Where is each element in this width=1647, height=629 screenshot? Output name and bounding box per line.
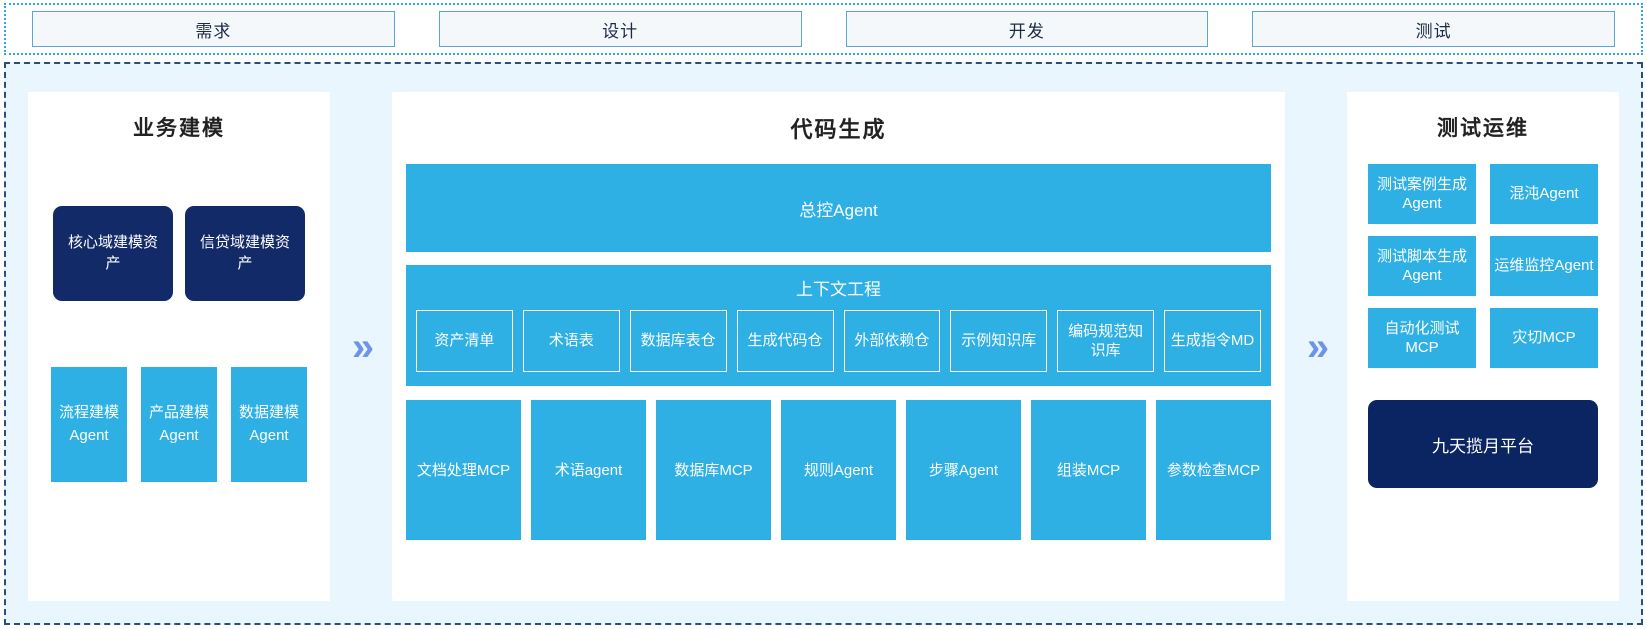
- panel-business-modeling: 业务建模 核心域建模资产 信贷域建模资产 流程建模Agent 产品建模Agent…: [28, 92, 330, 601]
- context-item-db-table-repo[interactable]: 数据库表仓: [629, 310, 727, 372]
- phase-button-design[interactable]: 设计: [438, 11, 802, 47]
- panel-title-business-modeling: 业务建模: [133, 117, 225, 140]
- modeling-agent-row: 流程建模Agent 产品建模Agent 数据建模Agent: [42, 367, 316, 482]
- main-container: 业务建模 核心域建模资产 信贷域建模资产 流程建模Agent 产品建模Agent…: [4, 62, 1643, 625]
- platform-box-jiutian[interactable]: 九天揽月平台: [1368, 400, 1598, 488]
- context-engineering-title: 上下文工程: [796, 280, 881, 299]
- asset-box-credit-domain[interactable]: 信贷域建模资产: [185, 206, 305, 301]
- asset-box-row: 核心域建模资产 信贷域建模资产: [42, 206, 316, 301]
- tool-box-row: 文档处理MCP 术语agent 数据库MCP 规则Agent 步骤Agent 组…: [406, 400, 1271, 540]
- phase-bar: 需求 设计 开发 测试: [4, 3, 1643, 55]
- tool-doc-processing-mcp[interactable]: 文档处理MCP: [406, 400, 521, 540]
- context-engineering-band: 上下文工程 资产清单 术语表 数据库表仓 生成代码仓 外部依赖仓 示例知识库 编…: [406, 265, 1271, 386]
- panel-title-test-operations: 测试运维: [1437, 117, 1529, 140]
- panel-test-operations: 测试运维 测试案例生成Agent 混沌Agent 测试脚本生成Agent 运维监…: [1347, 92, 1619, 601]
- context-item-row: 资产清单 术语表 数据库表仓 生成代码仓 外部依赖仓 示例知识库 编码规范知识库…: [416, 310, 1261, 372]
- context-item-asset-list[interactable]: 资产清单: [416, 310, 513, 372]
- test-case-generation-agent[interactable]: 测试案例生成Agent: [1368, 164, 1476, 224]
- chevron-right-icon-left: »: [351, 324, 374, 369]
- tool-database-mcp[interactable]: 数据库MCP: [656, 400, 771, 540]
- tool-assembly-mcp[interactable]: 组装MCP: [1031, 400, 1146, 540]
- phase-button-testing[interactable]: 测试: [1252, 11, 1615, 47]
- context-item-external-dependency-repo[interactable]: 外部依赖仓: [843, 310, 941, 372]
- master-agent-band[interactable]: 总控Agent: [406, 164, 1271, 252]
- panel-title-code-generation: 代码生成: [790, 117, 887, 142]
- test-ops-grid: 测试案例生成Agent 混沌Agent 测试脚本生成Agent 运维监控Agen…: [1368, 164, 1598, 368]
- chevron-right-icon-right: »: [1306, 324, 1329, 369]
- automated-testing-mcp[interactable]: 自动化测试MCP: [1368, 308, 1476, 368]
- chaos-agent[interactable]: 混沌Agent: [1490, 164, 1598, 224]
- tool-glossary-agent[interactable]: 术语agent: [531, 400, 646, 540]
- modeling-agent-process[interactable]: 流程建模Agent: [51, 367, 127, 482]
- tool-rule-agent[interactable]: 规则Agent: [781, 400, 896, 540]
- asset-box-core-domain[interactable]: 核心域建模资产: [53, 206, 173, 301]
- tool-step-agent[interactable]: 步骤Agent: [906, 400, 1021, 540]
- phase-button-requirements[interactable]: 需求: [32, 11, 395, 47]
- context-item-glossary[interactable]: 术语表: [522, 310, 620, 372]
- test-script-generation-agent[interactable]: 测试脚本生成Agent: [1368, 236, 1476, 296]
- panel-code-generation: 代码生成 总控Agent 上下文工程 资产清单 术语表 数据库表仓 生成代码仓 …: [392, 92, 1285, 601]
- modeling-agent-product[interactable]: 产品建模Agent: [141, 367, 217, 482]
- disaster-recovery-mcp[interactable]: 灾切MCP: [1490, 308, 1598, 368]
- tool-parameter-check-mcp[interactable]: 参数检查MCP: [1156, 400, 1271, 540]
- context-item-generation-instruction-md[interactable]: 生成指令MD: [1164, 310, 1261, 372]
- phase-button-development[interactable]: 开发: [845, 11, 1209, 47]
- modeling-agent-data[interactable]: 数据建模Agent: [231, 367, 307, 482]
- context-item-example-knowledge-base[interactable]: 示例知识库: [950, 310, 1048, 372]
- context-item-generated-code-repo[interactable]: 生成代码仓: [736, 310, 834, 372]
- ops-monitoring-agent[interactable]: 运维监控Agent: [1490, 236, 1598, 296]
- context-item-coding-standard-knowledge-base[interactable]: 编码规范知识库: [1057, 310, 1155, 372]
